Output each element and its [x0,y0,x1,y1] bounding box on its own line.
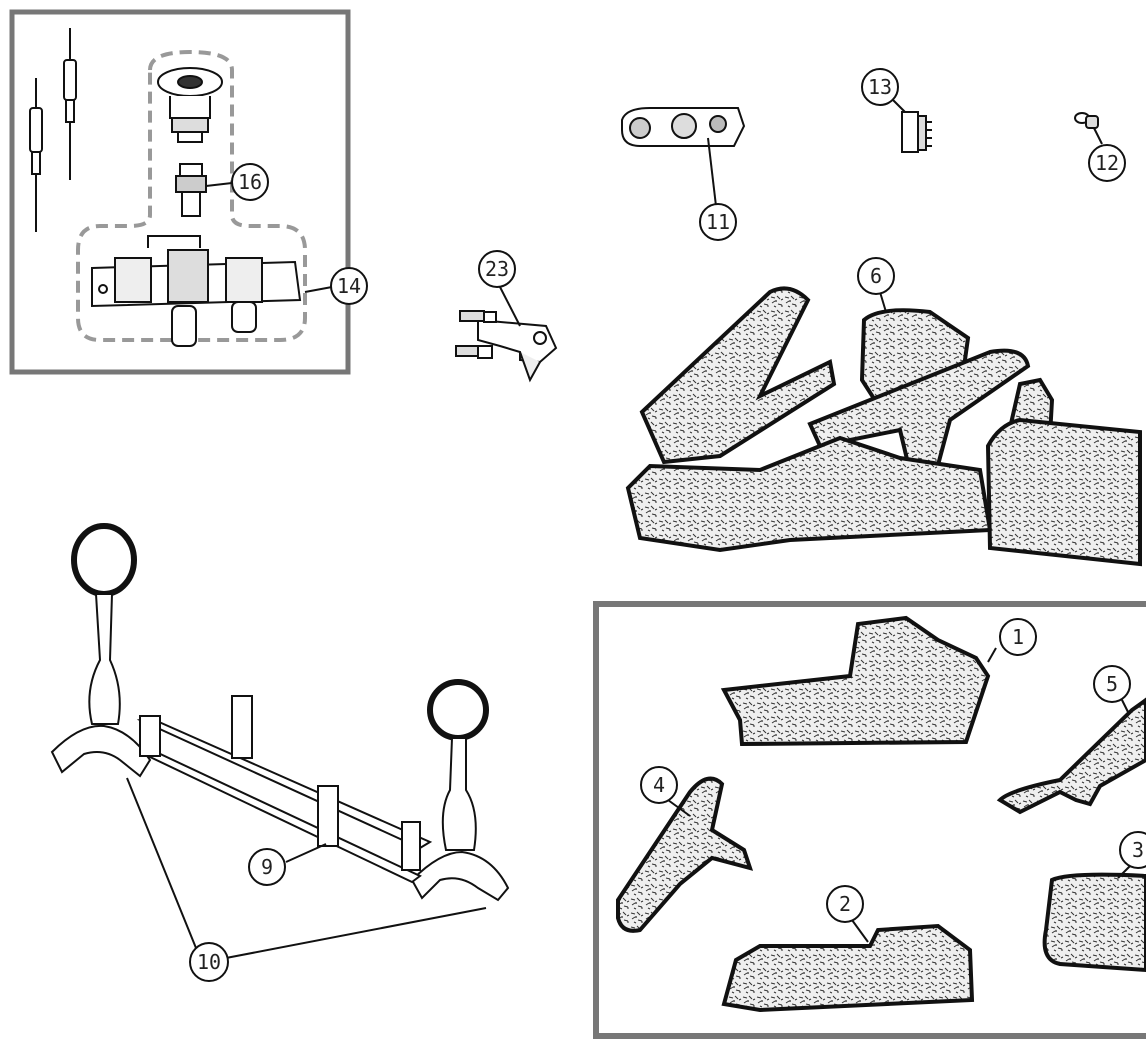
connector-part [901,111,932,153]
log-3 [1042,872,1146,973]
callout-3: 3 [1119,831,1146,869]
svg-text:1: 1 [1012,625,1024,649]
svg-text:12: 12 [1095,151,1119,175]
svg-text:11: 11 [706,210,730,234]
svg-text:10: 10 [197,950,221,974]
burner-kit-dashed-outline [76,49,307,342]
igniter-electrode-long [63,28,77,180]
callout-2: 2 [826,885,864,923]
callout-5: 5 [1093,665,1131,703]
log-5 [996,697,1146,815]
leader-9 [285,843,327,863]
leader-16 [205,182,233,187]
burner-plate [91,235,302,347]
burner-kit-frame [9,9,351,375]
leader-13 [892,99,906,113]
leader-3 [1117,865,1131,879]
individual-logs-frame [593,601,1146,1039]
leader-11 [707,137,717,207]
leader-5 [1121,699,1129,713]
small-fitting-part [1074,112,1099,129]
svg-text:13: 13 [868,75,892,99]
leader-10-left [126,777,197,949]
leader-23 [499,286,521,327]
log-4 [616,776,754,933]
svg-text:6: 6 [870,264,882,288]
callout-11: 11 [699,203,737,241]
svg-text:9: 9 [261,855,273,879]
log-2 [721,923,975,1013]
leader-12 [1093,127,1103,145]
callout-23: 23 [478,250,516,288]
log-1 [720,615,991,747]
callout-13: 13 [861,68,899,106]
control-board-part [621,107,746,147]
leader-6 [879,291,887,313]
leader-14 [304,286,333,293]
callout-12: 12 [1088,144,1126,182]
leader-1 [987,647,997,663]
callout-14: 14 [330,267,368,305]
grate-part [50,523,510,902]
svg-text:5: 5 [1106,672,1118,696]
svg-text:23: 23 [485,257,509,281]
leader-10-right [225,907,487,959]
callout-16: 16 [231,163,269,201]
igniter-electrode-short [29,78,43,232]
bracket-part [455,310,558,383]
svg-text:2: 2 [839,892,851,916]
callout-9: 9 [248,848,286,886]
callout-4: 4 [640,766,678,804]
callout-1: 1 [999,618,1037,656]
svg-text:4: 4 [653,773,665,797]
leader-4 [667,799,691,817]
pilot-head [157,67,223,143]
callout-6: 6 [857,257,895,295]
orifice-part [175,163,207,217]
svg-text:16: 16 [238,170,262,194]
svg-text:14: 14 [337,274,361,298]
log-set-assembled [625,286,1142,567]
callout-10: 10 [189,942,229,982]
leader-2 [851,919,869,943]
svg-text:3: 3 [1132,838,1144,862]
